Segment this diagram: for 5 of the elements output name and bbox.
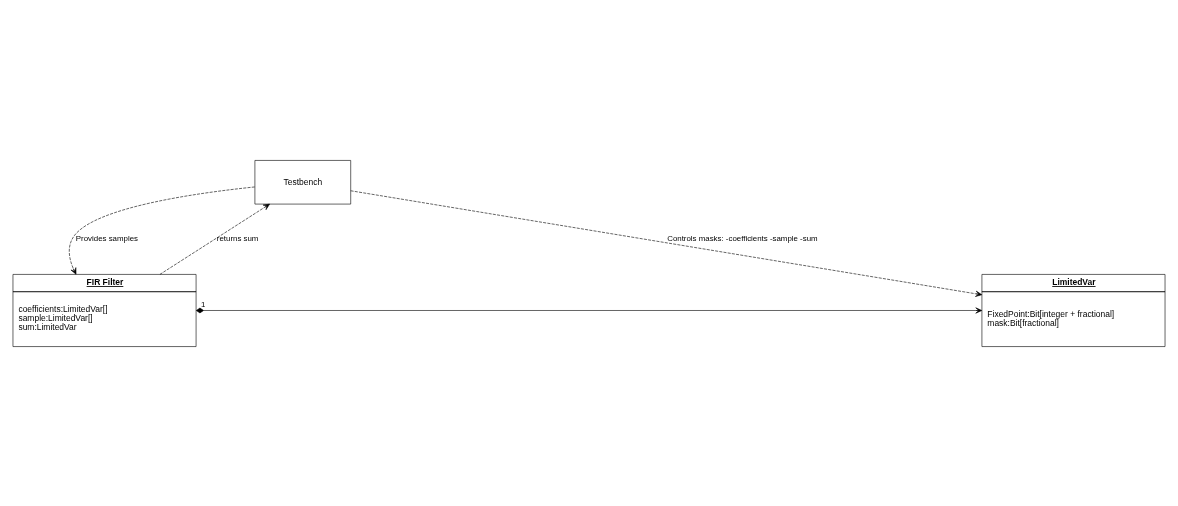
- arrow: [159, 203, 270, 275]
- arrow: [350, 189, 983, 297]
- arrow: [196, 306, 983, 314]
- arrow: [68, 186, 255, 275]
- node-box: Testbench: [254, 159, 351, 204]
